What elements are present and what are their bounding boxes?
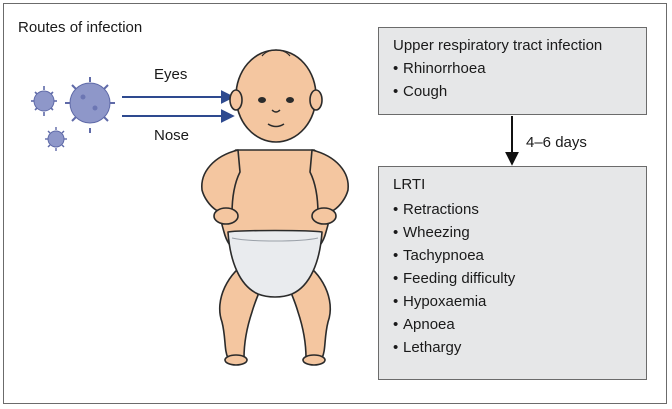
baby-face <box>258 97 294 128</box>
urti-title: Upper respiratory tract infection <box>393 37 603 54</box>
lrti-symptom: Retractions <box>393 198 632 221</box>
lrti-symptom: Feeding difficulty <box>393 267 632 290</box>
eyes-label: Eyes <box>154 66 188 83</box>
urti-symptom: Cough <box>393 80 632 103</box>
time-label: 4–6 days <box>526 134 587 151</box>
nose-label: Nose <box>154 127 190 144</box>
lrti-title: LRTI <box>393 176 426 193</box>
urti-symptom: Rhinorrhoea <box>393 57 632 80</box>
lrti-symptom: Tachypnoea <box>393 244 632 267</box>
lrti-symptom: Wheezing <box>393 221 632 244</box>
virus-icon-medium <box>31 86 57 116</box>
virus-icon-small <box>45 127 67 151</box>
lrti-symptom-list: Retractions Wheezing Tachypnoea Feeding … <box>393 198 632 359</box>
lrti-symptom: Apnoea <box>393 313 632 336</box>
routes-title: Routes of infection <box>18 19 143 36</box>
urti-symptom-list: Rhinorrhoea Cough <box>393 57 632 103</box>
lrti-box: LRTI Retractions Wheezing Tachypnoea Fee… <box>378 166 647 380</box>
lrti-symptom: Lethargy <box>393 336 632 359</box>
urti-box: Upper respiratory tract infection Rhinor… <box>378 27 647 115</box>
baby-illustration <box>201 49 349 366</box>
lrti-symptom: Hypoxaemia <box>393 290 632 313</box>
virus-icon-large <box>65 77 115 133</box>
